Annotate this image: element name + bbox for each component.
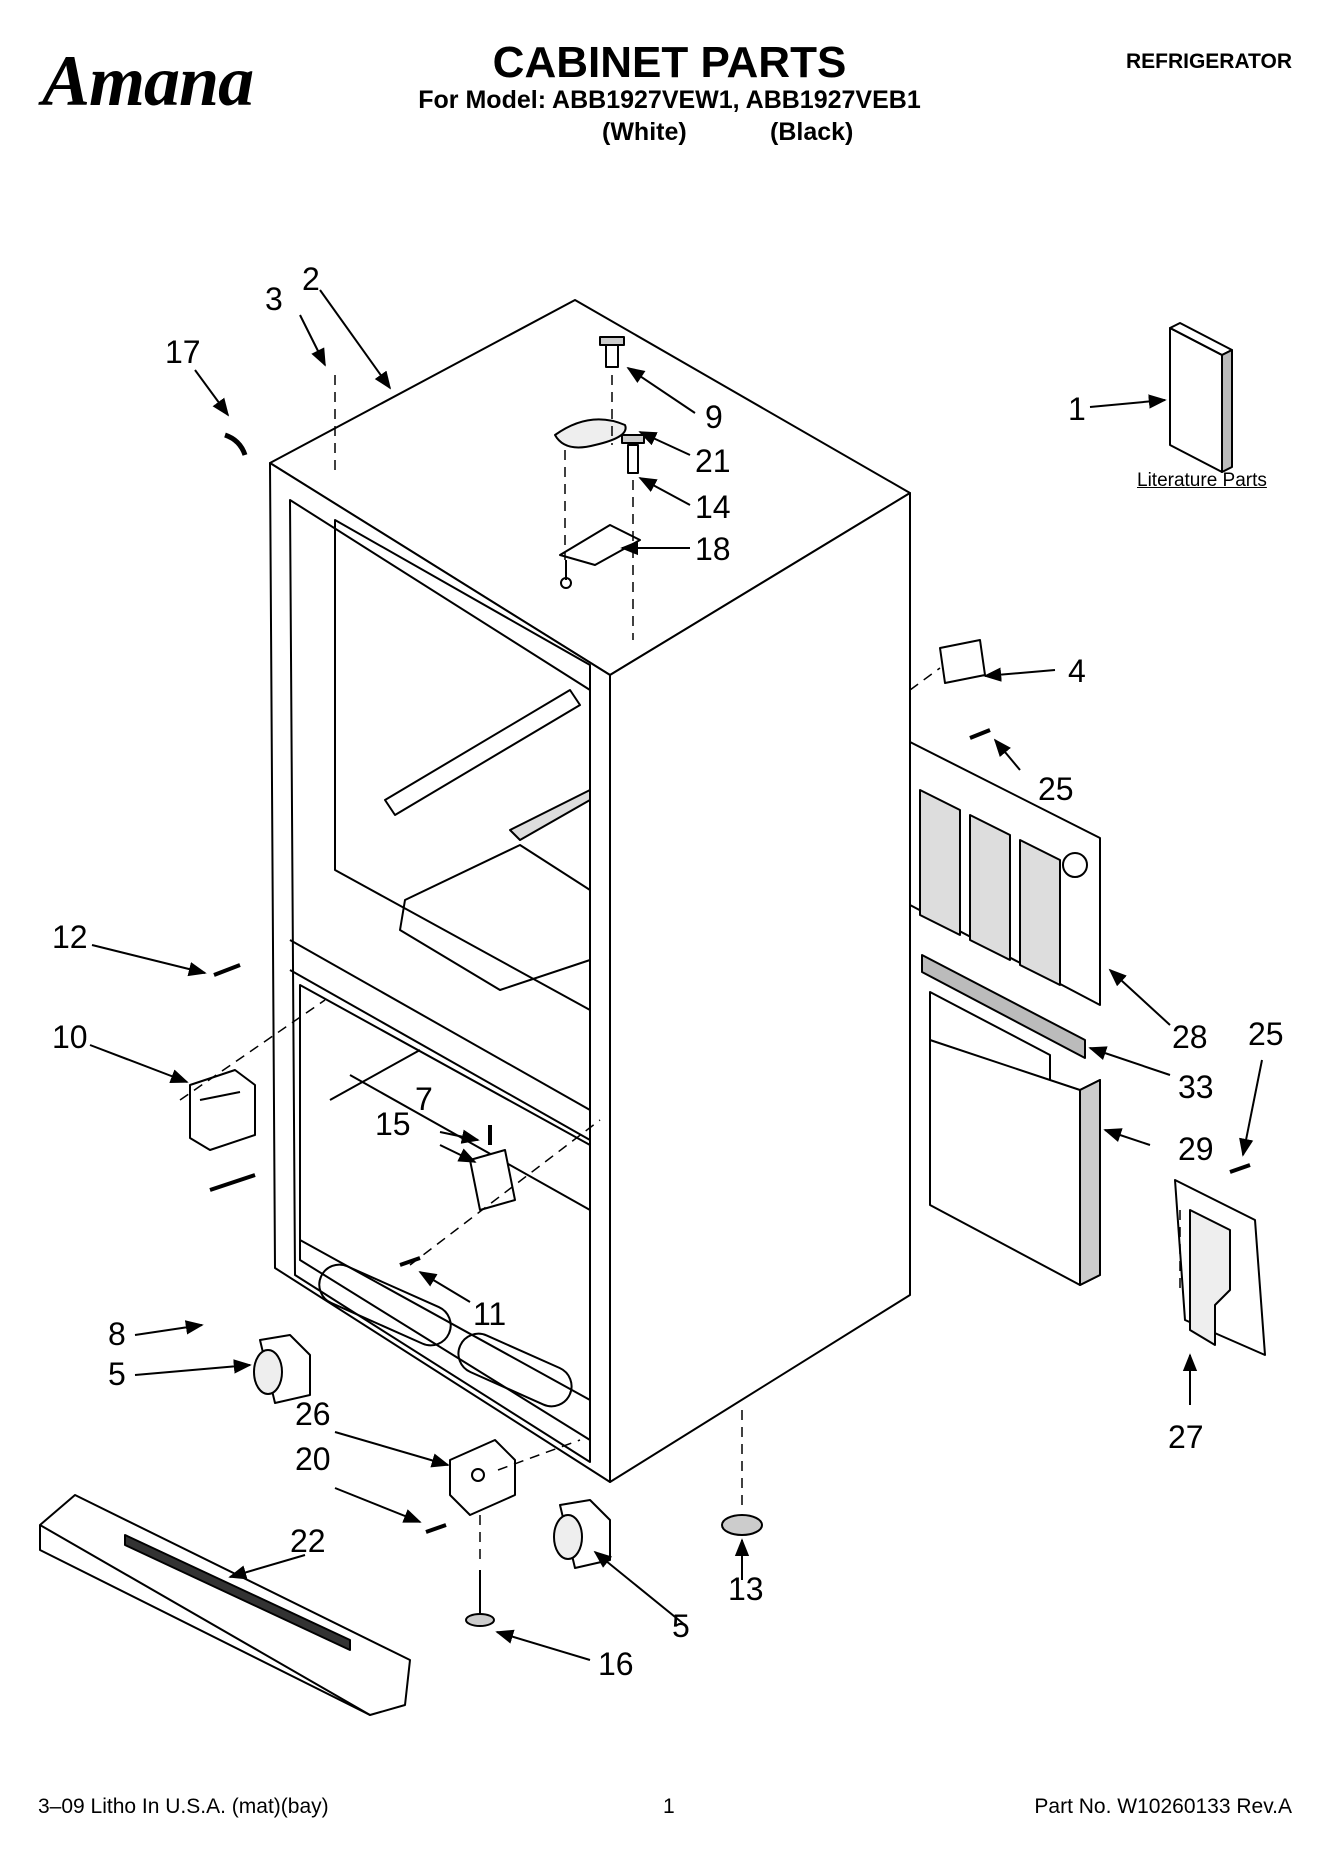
callout-13: 13 [728, 1571, 764, 1607]
callout-25-top: 25 [1038, 771, 1074, 807]
callout-29: 29 [1178, 1131, 1214, 1167]
callout-28: 28 [1172, 1019, 1208, 1055]
callout-15: 15 [375, 1106, 411, 1142]
cabinet-body [269, 299, 911, 1483]
callout-26: 26 [295, 1396, 331, 1432]
category-label: REFRIGERATOR [1125, 50, 1292, 73]
screw-25b [1229, 1163, 1251, 1174]
leveling-leg [465, 1570, 495, 1627]
tube-17 [224, 432, 248, 456]
callout-7: 7 [415, 1081, 433, 1117]
literature-booklet [1169, 322, 1233, 473]
callout-11: 11 [473, 1296, 506, 1332]
screw-25a [969, 728, 991, 740]
brand-logo: Amana [42, 41, 254, 121]
mount-bracket [1174, 1179, 1266, 1356]
long-screw [209, 1173, 256, 1192]
callout-20: 20 [295, 1441, 331, 1477]
literature-parts-label: Literature Parts [1137, 470, 1267, 491]
callout-9: 9 [705, 399, 723, 435]
top-hinge-assembly [554, 336, 645, 589]
tape-pad [939, 639, 986, 684]
part-number: Part No. W10260133 Rev.A [1034, 1795, 1292, 1818]
callout-16: 16 [598, 1646, 634, 1682]
base-grille [39, 1494, 411, 1716]
callout-12: 12 [52, 919, 88, 955]
control-housing [189, 1069, 256, 1151]
callout-1: 1 [1068, 391, 1086, 427]
page-number: 1 [663, 1795, 675, 1818]
print-info: 3–09 Litho In U.S.A. (mat)(bay) [38, 1795, 329, 1818]
callout-14: 14 [695, 489, 731, 525]
callout-5-left: 5 [108, 1356, 126, 1392]
hinge-plate-15 [469, 1149, 516, 1211]
callout-10: 10 [52, 1019, 88, 1055]
callout-8: 8 [108, 1316, 126, 1352]
caster-left [253, 1334, 311, 1404]
assembly-guides [179, 375, 1181, 1565]
callout-18: 18 [695, 531, 731, 567]
callout-25-bottom: 25 [1248, 1016, 1284, 1052]
callout-21: 21 [695, 443, 731, 479]
callout-3: 3 [265, 281, 283, 317]
callout-22: 22 [290, 1523, 326, 1559]
leveling-bracket [449, 1439, 516, 1516]
page-title: CABINET PARTS [492, 38, 847, 87]
callout-4: 4 [1068, 653, 1086, 689]
callout-5-right: 5 [672, 1608, 690, 1644]
leader-arrows [89, 289, 1263, 1661]
screw-12 [213, 963, 241, 977]
variant-black: (Black) [770, 118, 854, 146]
callout-33: 33 [1178, 1069, 1214, 1105]
callout-2: 2 [302, 261, 320, 297]
callout-27: 27 [1168, 1419, 1204, 1455]
model-line: For Model: ABB1927VEW1, ABB1927VEB1 [418, 86, 921, 114]
rear-grille-panel [909, 741, 1101, 1286]
screw-20 [425, 1523, 447, 1534]
variant-white: (White) [602, 118, 687, 146]
rubber-foot [721, 1514, 763, 1536]
callout-17: 17 [165, 334, 201, 370]
